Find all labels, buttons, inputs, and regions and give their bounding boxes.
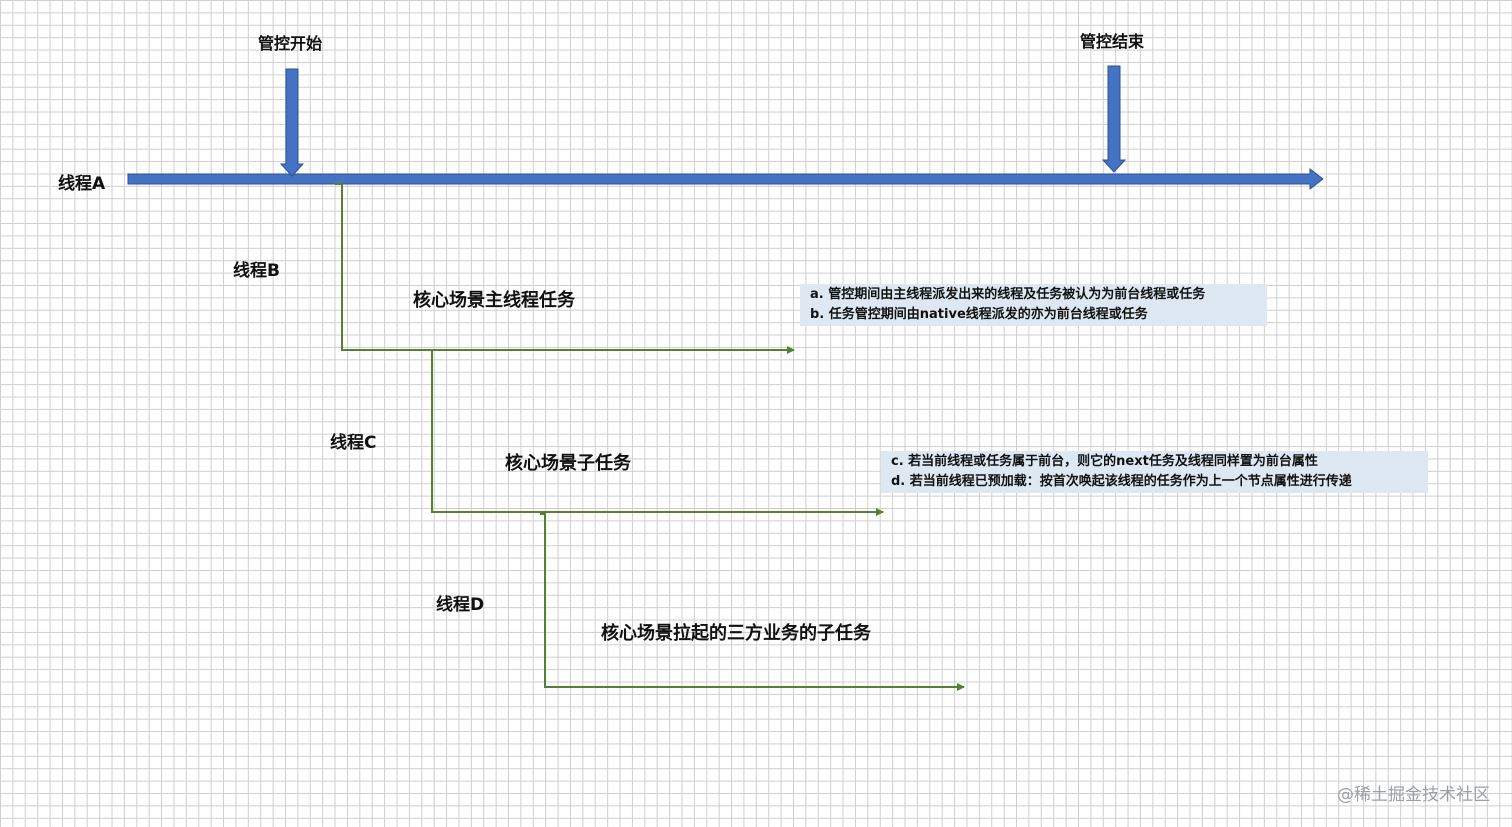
control-start-label: 管控开始 — [258, 34, 323, 53]
task-d-label: 核心场景拉起的三方业务的子任务 — [601, 623, 871, 644]
thread-a-arrow — [127, 167, 1324, 191]
control-end-arrow — [1101, 65, 1127, 173]
thread-b-label: 线程B — [233, 261, 280, 281]
note-2-line-d: d. 若当前线程已预加载：按首次唤起该线程的任务作为上一个节点属性进行传递 — [891, 474, 1352, 489]
watermark: @稀土掘金技术社区 — [1337, 785, 1490, 805]
note-2-line-c: c. 若当前线程或任务属于前台，则它的next任务及线程同样置为前台属性 — [891, 454, 1318, 469]
thread-b-branch-line — [335, 183, 795, 354]
thread-c-branch-line — [431, 350, 884, 516]
control-start-arrow — [279, 68, 305, 177]
thread-c-label: 线程C — [330, 433, 377, 453]
note-1-line-b: b. 任务管控期间由native线程派发的亦为前台线程或任务 — [810, 307, 1148, 322]
note-1-line-a: a. 管控期间由主线程派发出来的线程及任务被认为为前台线程或任务 — [810, 287, 1206, 302]
note-box-2: c. 若当前线程或任务属于前台，则它的next任务及线程同样置为前台属性 d. … — [881, 451, 1428, 493]
note-box-1: a. 管控期间由主线程派发出来的线程及任务被认为为前台线程或任务 b. 任务管控… — [800, 284, 1267, 326]
thread-d-branch-line — [540, 513, 965, 691]
thread-d-label: 线程D — [436, 595, 485, 615]
thread-a-label: 线程A — [58, 174, 106, 194]
task-c-label: 核心场景子任务 — [505, 453, 631, 474]
task-b-label: 核心场景主线程任务 — [413, 290, 575, 311]
control-end-label: 管控结束 — [1080, 32, 1145, 51]
